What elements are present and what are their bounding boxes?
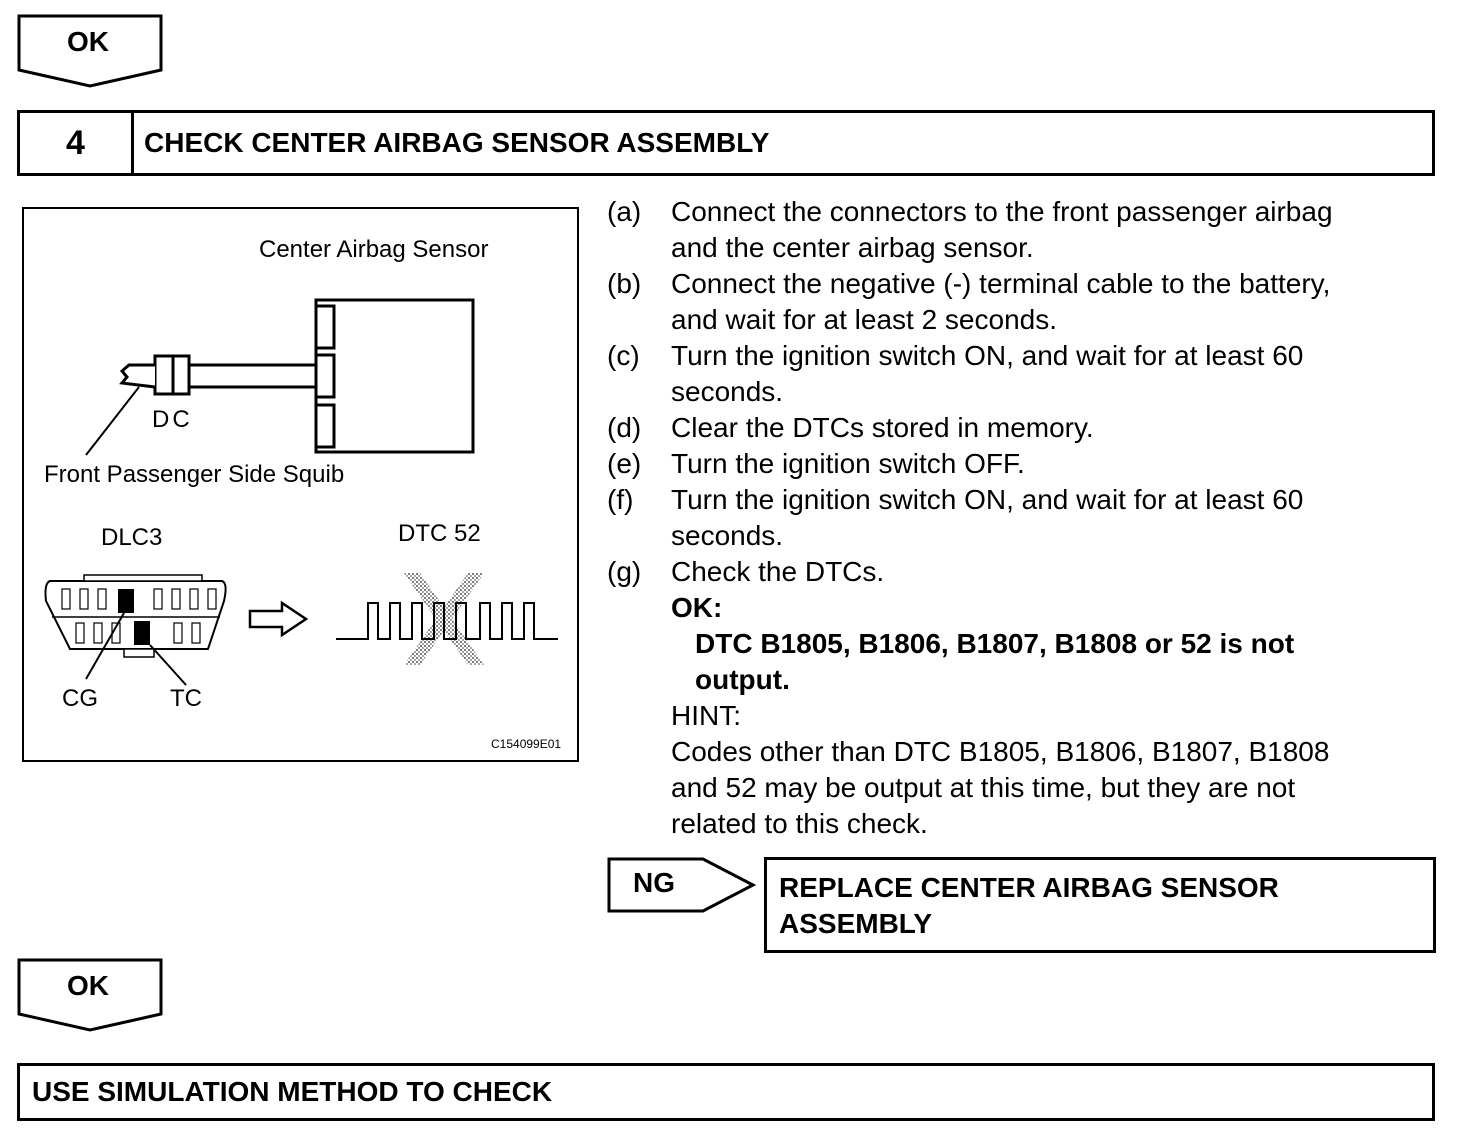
ok-criteria-heading: OK: xyxy=(671,592,723,623)
instruction-item: (c) Turn the ignition switch ON, and wai… xyxy=(607,338,1437,410)
instruction-text: Check the DTCs. xyxy=(671,556,885,587)
cg-label: CG xyxy=(62,685,98,712)
instruction-text: seconds. xyxy=(671,376,784,407)
instruction-label: (b) xyxy=(607,268,642,299)
instruction-item: (a) Connect the connectors to the front … xyxy=(607,194,1437,266)
next-step-box: USE SIMULATION METHOD TO CHECK xyxy=(17,1063,1435,1121)
instruction-text: Turn the ignition switch ON, and wait fo… xyxy=(671,484,1304,515)
instruction-text: Connect the connectors to the front pass… xyxy=(671,196,1333,227)
instruction-text: and wait for at least 2 seconds. xyxy=(671,304,1057,335)
squib-label: Front Passenger Side Squib xyxy=(44,461,345,488)
ok-label-top: OK xyxy=(67,26,109,57)
ng-label: NG xyxy=(633,867,675,898)
instruction-text: seconds. xyxy=(671,520,784,551)
ok-criteria-line: output. xyxy=(695,664,790,695)
instruction-item: (e) Turn the ignition switch OFF. xyxy=(607,446,1437,482)
ok-arrow-shape xyxy=(17,958,163,1032)
center-airbag-sensor-box xyxy=(314,298,475,454)
instruction-label: (a) xyxy=(607,196,642,227)
instruction-label: (f) xyxy=(607,484,634,515)
tc-label: TC xyxy=(170,685,202,712)
figure-code: C154099E01 xyxy=(491,737,562,751)
hint-line: and 52 may be output at this time, but t… xyxy=(671,772,1296,803)
ng-result-box: REPLACE CENTER AIRBAG SENSOR ASSEMBLY xyxy=(764,857,1436,953)
step-header: 4 CHECK CENTER AIRBAG SENSOR ASSEMBLY xyxy=(17,110,1435,176)
dc-connector xyxy=(153,354,175,396)
step-title: CHECK CENTER AIRBAG SENSOR ASSEMBLY xyxy=(144,127,770,158)
ng-arrow-shape xyxy=(607,857,757,913)
ng-result-line: ASSEMBLY xyxy=(779,908,933,939)
ng-result-line: REPLACE CENTER AIRBAG SENSOR xyxy=(779,872,1279,903)
dtc-52-label: DTC 52 xyxy=(398,520,481,547)
dc-label: DC xyxy=(152,406,193,433)
instruction-list: (a) Connect the connectors to the front … xyxy=(607,194,1437,842)
instruction-label: (g) xyxy=(607,556,642,587)
instruction-text: Connect the negative (-) terminal cable … xyxy=(671,268,1331,299)
ok-criteria-line: DTC B1805, B1806, B1807, B1808 or 52 is … xyxy=(695,628,1295,659)
instruction-text: Turn the ignition switch ON, and wait fo… xyxy=(671,340,1304,371)
hint-line: related to this check. xyxy=(671,808,928,839)
center-airbag-sensor-label: Center Airbag Sensor xyxy=(259,236,489,263)
diagram-figure: Center Airbag Sensor DC Front Passenger … xyxy=(22,207,579,762)
ok-arrow-top: OK xyxy=(17,14,163,88)
hint-heading: HINT: xyxy=(671,700,741,731)
hollow-arrow xyxy=(248,600,309,638)
instruction-label: (c) xyxy=(607,340,640,371)
instruction-item: (d) Clear the DTCs stored in memory. xyxy=(607,410,1437,446)
hint-line: Codes other than DTC B1805, B1806, B1807… xyxy=(671,736,1330,767)
instruction-label: (e) xyxy=(607,448,642,479)
dlc3-label: DLC3 xyxy=(101,524,163,551)
ok-label-bottom: OK xyxy=(67,970,109,1001)
ok-arrow-bottom: OK xyxy=(17,958,163,1032)
instruction-text: Turn the ignition switch OFF. xyxy=(671,448,1025,479)
instruction-label: (d) xyxy=(607,412,642,443)
next-step-title: USE SIMULATION METHOD TO CHECK xyxy=(32,1076,553,1107)
instruction-item: (b) Connect the negative (-) terminal ca… xyxy=(607,266,1437,338)
instruction-text: Clear the DTCs stored in memory. xyxy=(671,412,1094,443)
instruction-text: and the center airbag sensor. xyxy=(671,232,1034,263)
step-number: 4 xyxy=(20,113,134,173)
ok-arrow-shape xyxy=(17,14,163,88)
instruction-item: (g) Check the DTCs. xyxy=(607,554,1437,590)
ng-arrow: NG xyxy=(607,857,757,913)
diagram-drawing xyxy=(44,298,558,686)
instruction-item: (f) Turn the ignition switch ON, and wai… xyxy=(607,482,1437,554)
dtc-waveform xyxy=(336,602,558,640)
